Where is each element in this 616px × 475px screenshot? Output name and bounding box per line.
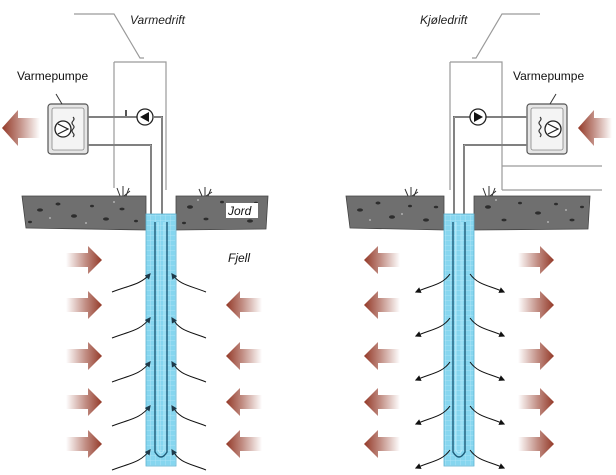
- circulation-pump-icon: [469, 108, 487, 126]
- house-outline-right: [449, 13, 602, 191]
- soil-layer-right: [345, 195, 591, 231]
- soil-layer-left: [21, 195, 269, 231]
- house-outline-left: [74, 13, 167, 190]
- heat-flow-arrows-left: [111, 273, 207, 471]
- heat-pump-label: Varmepumpe: [17, 69, 88, 83]
- heat-pump-icon: [47, 103, 89, 155]
- rock-label: Fjell: [228, 251, 250, 265]
- left-panel: Varmedrift Varmepumpe: [2, 13, 269, 471]
- pipe-loop-right-inner: [453, 116, 527, 220]
- grass-tuft-icon: [116, 186, 213, 197]
- pipe-loop-left-inner: [88, 116, 163, 220]
- heat-arrows-outward-right: [364, 246, 554, 458]
- heat-input-arrow: [578, 110, 612, 146]
- heat-pump-icon: [526, 103, 568, 155]
- soil-label-bg: [226, 203, 258, 218]
- circulation-pump-icon: [136, 108, 154, 126]
- grass-tuft-icon: [404, 186, 497, 197]
- mode-label: Varmedrift: [130, 13, 186, 27]
- pump-label-leader: [55, 93, 63, 105]
- heat-flow-arrows-right: [414, 273, 506, 469]
- borehole-left: [145, 213, 177, 467]
- heat-pump-label: Varmepumpe: [513, 69, 584, 83]
- pump-label-leader: [549, 93, 557, 105]
- borehole-right: [443, 213, 475, 467]
- soil-label: Jord: [227, 204, 252, 218]
- mode-label: Kjøledrift: [420, 13, 468, 27]
- heat-arrows-inward-left: [66, 246, 262, 458]
- right-panel: Kjøledrift Varmepumpe: [345, 13, 612, 469]
- heat-output-arrow: [2, 110, 40, 146]
